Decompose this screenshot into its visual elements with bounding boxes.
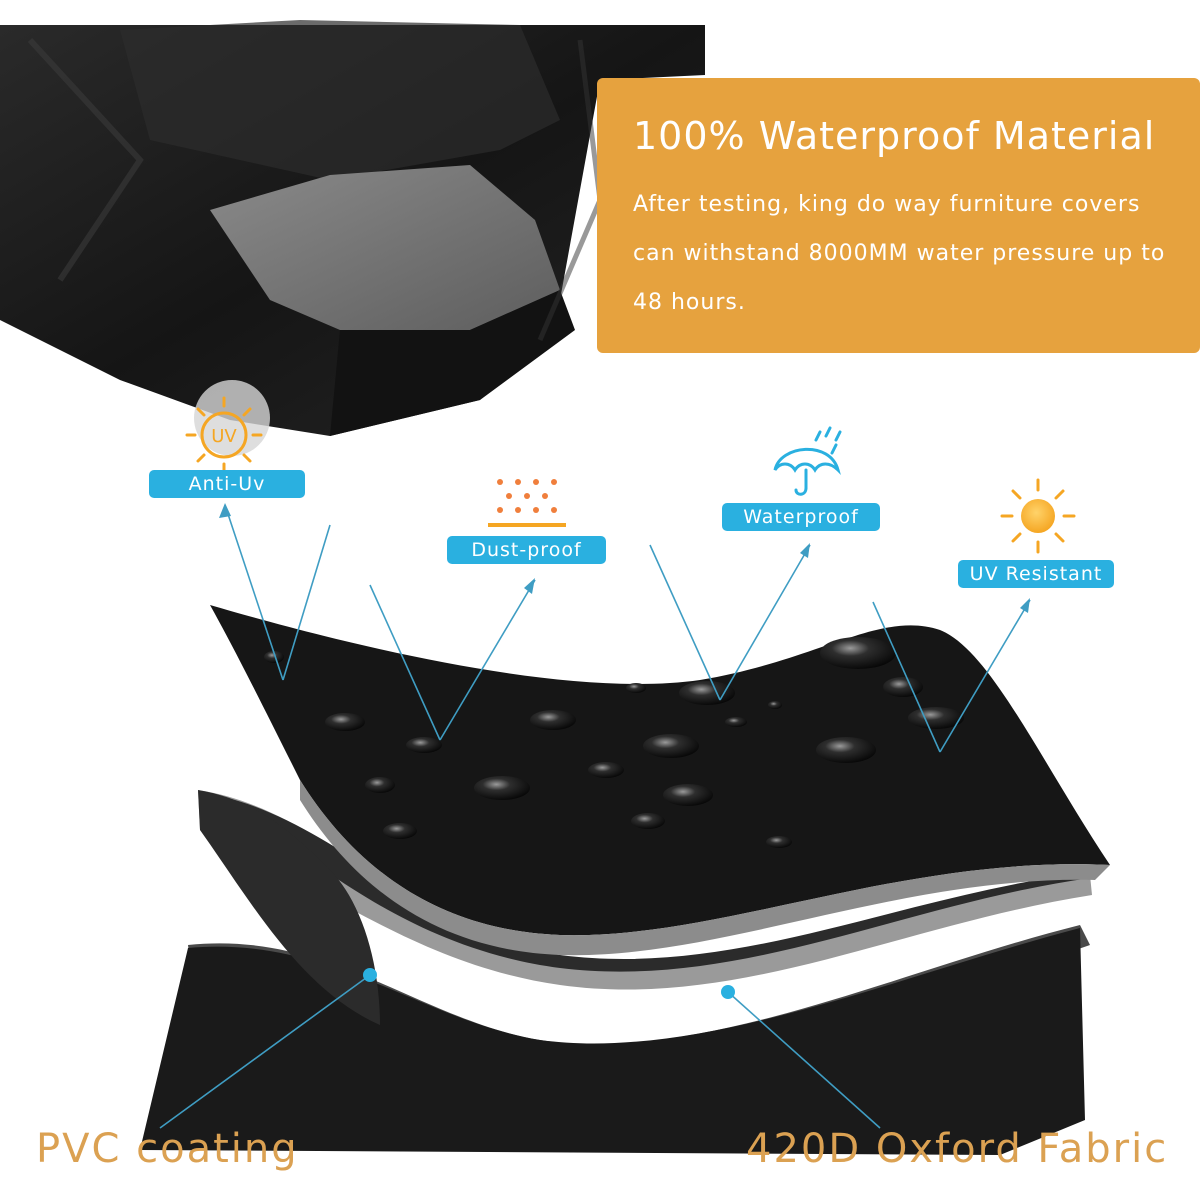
promo-panel-bg (597, 78, 1200, 353)
uv-sun-icon: UV (185, 396, 263, 474)
umbrella-rain-icon (773, 426, 842, 496)
furniture-cover-photo (0, 20, 705, 456)
sun-icon (1000, 478, 1076, 554)
pvc-coating-marker (363, 968, 377, 982)
pvc-coating-layer (198, 790, 1092, 1025)
dust-particles-icon (488, 479, 566, 527)
uv-icon-text: UV (211, 426, 237, 447)
promo-panel: 100% Waterproof Material After testing, … (597, 78, 1200, 353)
feature-pill-anti-uv: Anti-Uv (149, 470, 305, 498)
feature-pill-uv-resistant: UV Resistant (958, 560, 1114, 588)
feature-pill-dust-proof: Dust-proof (447, 536, 606, 564)
promo-body: After testing, king do way furniture cov… (633, 192, 1166, 315)
pvc-coating-label: PVC coating (36, 1126, 299, 1172)
pointer-arrowheads (219, 503, 1030, 613)
pointer-lines (159, 504, 1031, 1129)
oxford-fabric-marker (721, 985, 735, 999)
feature-pill-waterproof: Waterproof (722, 503, 880, 531)
promo-title: 100% Waterproof Material (633, 114, 1156, 158)
oxford-fabric-label: 420D Oxford Fabric (746, 1126, 1169, 1172)
